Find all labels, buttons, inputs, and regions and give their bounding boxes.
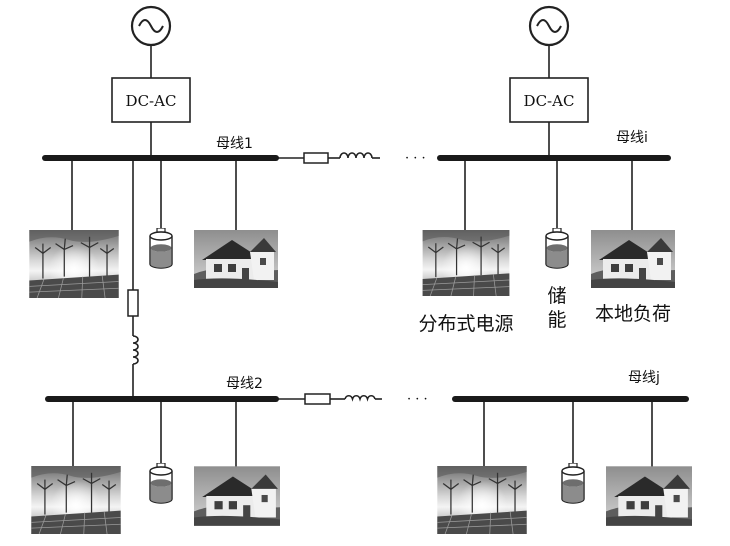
house-photo-icon [194,230,278,288]
bus-1-label: 母线1 [216,136,253,152]
label-local-load: 本地负荷 [595,303,671,325]
battery-cylinder-icon [545,228,569,269]
battery-cylinder-icon [149,228,173,269]
battery-cylinder-icon [149,463,173,504]
inductor-top [339,152,373,159]
house-photo-icon [606,466,692,526]
ac-source-icon [528,5,570,47]
house-photo-icon [194,466,280,526]
wind-solar-photo-icon [436,466,528,534]
ellipsis-top: · · · [405,151,426,166]
resistor-vertical [127,289,139,317]
label-distributed-source: 分布式电源 [418,313,513,335]
bus-j-label: 母线j [628,370,660,386]
converter-left-label: DC-AC [126,92,177,110]
inductor-vertical [132,335,139,365]
bus-2-label: 母线2 [226,376,263,392]
converter-left: DC-AC [111,77,191,123]
wind-solar-photo-icon [421,230,511,296]
label-storage-2: 能 [547,309,566,331]
inductor-bottom [344,395,376,402]
resistor-top [303,152,329,164]
converter-right: DC-AC [509,77,589,123]
house-photo-icon [591,230,675,288]
converter-right-label: DC-AC [524,92,575,110]
resistor-bottom [304,393,331,405]
label-storage-1: 储 [547,285,566,307]
battery-cylinder-icon [561,463,585,504]
ellipsis-bottom: · · · [407,392,428,407]
ac-source-icon [130,5,172,47]
wind-solar-photo-icon [28,230,120,298]
wind-solar-photo-icon [30,466,122,534]
bus-i-label: 母线i [616,130,648,146]
